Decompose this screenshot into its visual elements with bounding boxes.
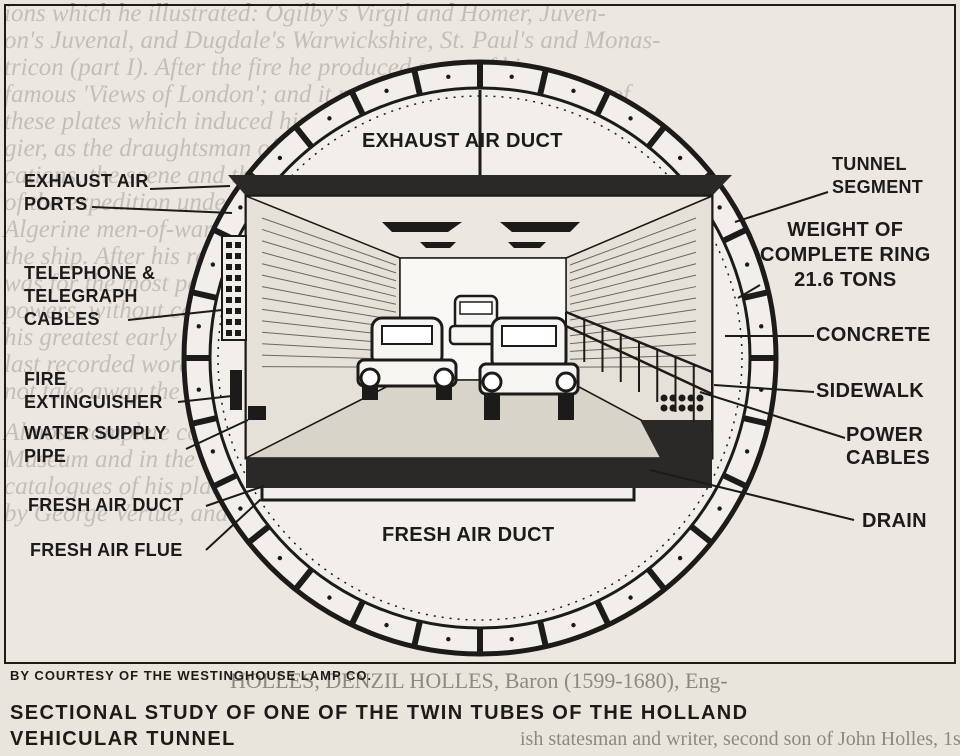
photo-credit: BY COURTESY OF THE WESTINGHOUSE LAMP CO. — [10, 668, 373, 683]
label-tunnel-segment: TUNNEL SEGMENT — [832, 154, 924, 197]
label-power-cables: POWER CABLES — [846, 424, 931, 469]
label-fresh-air-flue: FRESH AIR FLUE — [30, 540, 183, 560]
background-heading-text: HOLLES, DENZIL HOLLES, Baron (1599-1680)… — [230, 668, 728, 693]
label-exhaust-air-duct: EXHAUST AIR DUCT — [362, 130, 563, 152]
car-left — [356, 316, 458, 400]
label-weight-ring: WEIGHT OF COMPLETE RING 21.6 TONS — [760, 219, 931, 291]
figure-frame — [4, 4, 956, 664]
label-fresh-air-duct-bottom: FRESH AIR DUCT — [382, 524, 555, 546]
figure-caption: SECTIONAL STUDY OF ONE OF THE TWIN TUBES… — [10, 702, 749, 750]
label-exhaust-air-ports: EXHAUST AIR PORTS — [24, 171, 149, 214]
label-concrete: CONCRETE — [816, 324, 931, 346]
car-back — [448, 294, 504, 346]
label-sidewalk: SIDEWALK — [816, 380, 924, 402]
label-fire-extinguisher: FIRE EXTINGUISHER — [24, 369, 163, 412]
car-right — [478, 316, 580, 420]
label-telephone-cables: TELEPHONE & TELEGRAPH CABLES — [24, 263, 156, 329]
roadway-box — [221, 194, 714, 460]
ceiling-slab — [228, 90, 732, 196]
leader-lines — [91, 185, 855, 551]
label-fresh-air-duct-left: FRESH AIR DUCT — [28, 495, 184, 515]
label-water-supply-pipe: WATER SUPPLY PIPE — [24, 423, 167, 466]
floor-slab — [246, 458, 712, 502]
tunnel-cross-section — [91, 59, 855, 657]
background-heading-text-2: ish statesman and writer, second son of … — [520, 728, 960, 750]
label-drain: DRAIN — [862, 510, 927, 532]
